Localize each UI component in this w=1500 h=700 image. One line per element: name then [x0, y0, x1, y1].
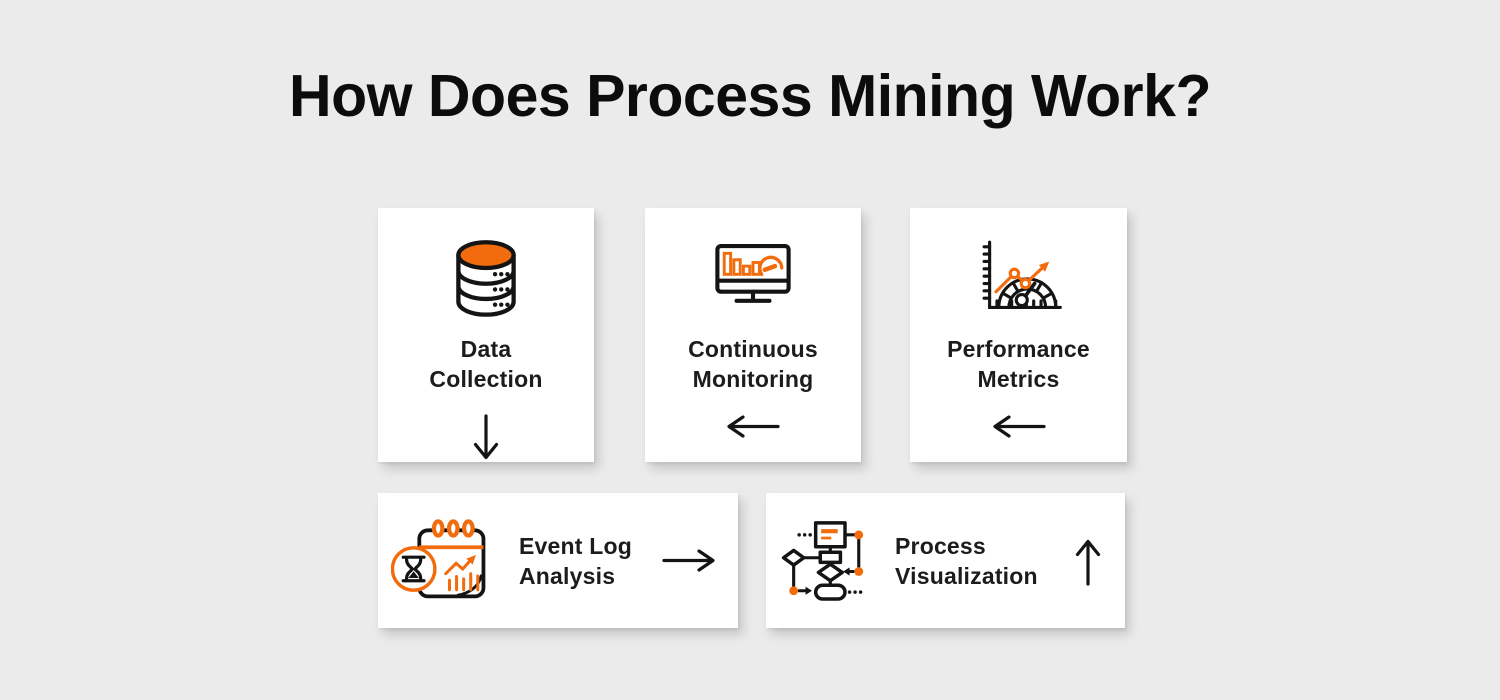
card-label: Continuous Monitoring: [688, 334, 818, 394]
card-label-line: Analysis: [519, 562, 616, 589]
card-label-line: Data: [460, 336, 512, 362]
calendar-hourglass-icon: [391, 516, 491, 605]
arrow-down-icon: [471, 414, 501, 461]
gauge-line-chart-icon: [974, 222, 1064, 334]
card-label-line: Monitoring: [692, 366, 814, 392]
arrow-left-icon: [992, 414, 1046, 439]
monitor-bar-chart-icon: [711, 222, 795, 334]
page-title: How Does Process Mining Work?: [288, 63, 1212, 129]
card-performance-metrics: Performance Metrics: [910, 208, 1127, 462]
card-label-line: Continuous: [688, 336, 818, 362]
flowchart-icon: [779, 519, 867, 602]
card-label: Event Log Analysis: [519, 531, 632, 591]
card-label-line: Collection: [429, 366, 543, 392]
card-label-line: Event Log: [519, 532, 632, 559]
arrow-right-icon: [662, 548, 716, 573]
card-label-line: Visualization: [895, 562, 1038, 589]
card-data-collection: Data Collection: [378, 208, 594, 462]
card-process-visualization: Process Visualization: [766, 493, 1125, 628]
card-label-line: Performance: [947, 336, 1090, 362]
arrow-left-icon: [726, 414, 780, 439]
card-continuous-monitoring: Continuous Monitoring: [645, 208, 861, 462]
card-label-line: Metrics: [977, 366, 1060, 392]
card-event-log-analysis: Event Log Analysis: [378, 493, 738, 628]
database-icon: [446, 222, 526, 334]
card-label: Process Visualization: [895, 531, 1038, 591]
arrow-up-icon: [1073, 536, 1103, 586]
card-label-line: Process: [895, 532, 986, 559]
card-label: Performance Metrics: [947, 334, 1090, 394]
card-label: Data Collection: [429, 334, 542, 394]
